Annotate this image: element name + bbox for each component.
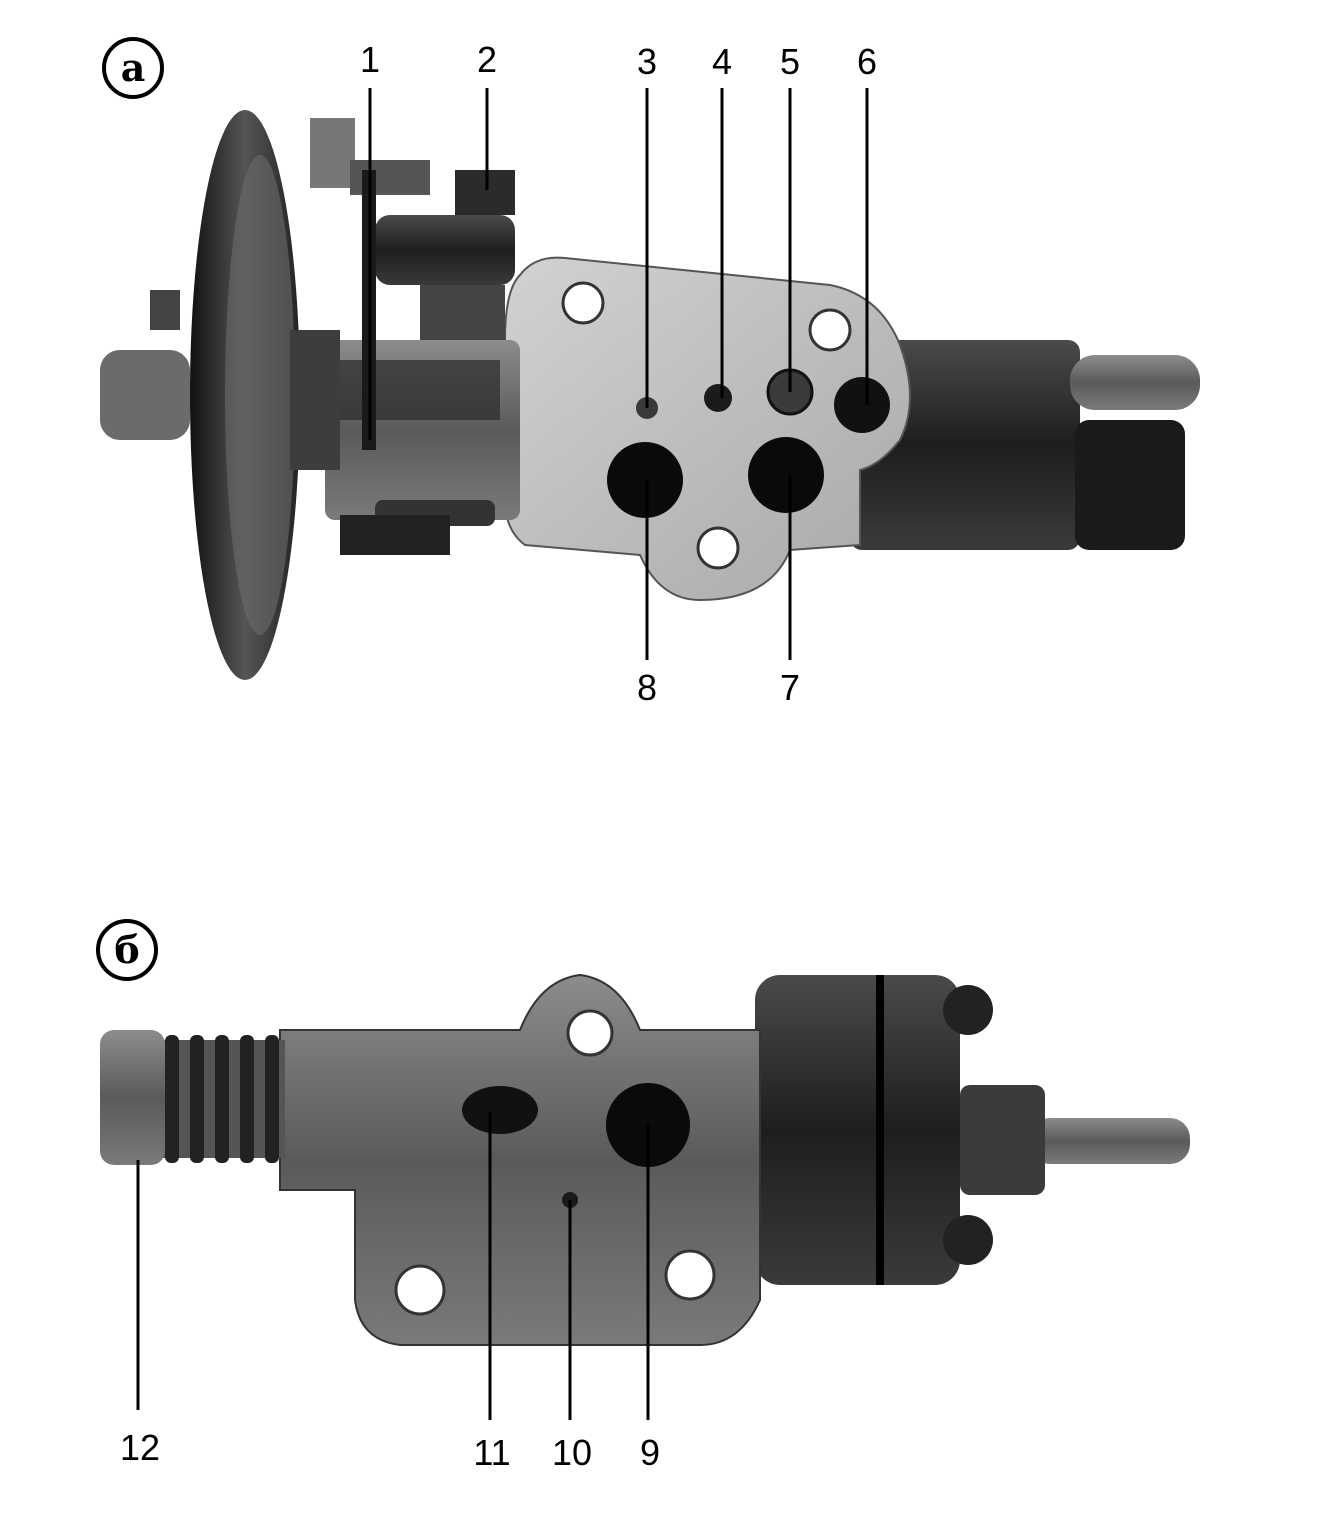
flange-hole-top-left [561,281,605,325]
flange-hole-bottom [696,526,740,570]
callout-1: 1 [360,39,380,80]
eccentric-lever [375,215,515,285]
callout-4: 4 [712,41,732,82]
port-7 [748,437,824,513]
end-cap [1075,420,1185,550]
callout-8: 8 [637,667,657,708]
outlet-nozzle [1070,355,1200,410]
panel-b-leaders [136,1112,650,1420]
pulley-bolt [150,290,180,330]
cap-screw-bottom [943,1215,993,1265]
pulley-hub [290,330,340,470]
callout-12: 12 [120,1427,160,1468]
spring-coil-3 [215,1035,229,1163]
panel-b-letter: б [114,927,139,972]
upper-bracket [310,118,355,188]
panel-a-letter: а [121,45,146,90]
panel-b-label: б [96,919,158,981]
body-hole-bottom-left [394,1264,446,1316]
spring-coil-2 [190,1035,204,1163]
panel-b-photo [100,973,1190,1346]
panel-a-callouts: 1 2 3 4 5 6 7 8 [360,39,877,708]
callout-5: 5 [780,41,800,82]
body-hole-bottom-right [664,1249,716,1301]
spring-coil-5 [265,1035,279,1163]
panel-a-photo [100,110,1200,680]
panel-b: б [96,919,1190,1473]
pulley-nut [100,350,190,440]
cap-screw-top [943,985,993,1035]
callout-2: 2 [477,39,497,80]
knurled-knob [100,1030,165,1165]
pulley-face [225,155,295,635]
callout-3: 3 [637,41,657,82]
pin-collar [960,1085,1045,1195]
output-pin [1030,1118,1190,1164]
panel-b-label-circle [96,919,158,981]
end-cylinder [755,975,960,1285]
adjusting-screw-head [455,170,515,215]
mounting-flange [504,256,911,602]
callout-11: 11 [473,1432,510,1473]
callout-10: 10 [552,1432,592,1473]
panel-a-label: а [102,37,164,99]
spring [155,1035,285,1163]
panel-b-callouts: 9 10 11 12 [120,1427,660,1473]
panel-a-label-circle [102,37,164,99]
port-small-4 [704,384,732,412]
spring-coil-4 [240,1035,254,1163]
callout-7: 7 [780,667,800,708]
panel-a-leaders [368,88,869,660]
body-hole-top [566,1009,614,1057]
panel-a: а [100,37,1200,708]
pump-body [279,973,761,1346]
callout-6: 6 [857,41,877,82]
port-8 [607,442,683,518]
callout-9: 9 [640,1432,660,1473]
port-11 [462,1086,538,1134]
lever-link [420,285,505,340]
flange-hole-top-right [808,308,852,352]
lower-clamp [340,515,450,555]
port-6 [834,377,890,433]
spring-coil-1 [165,1035,179,1163]
